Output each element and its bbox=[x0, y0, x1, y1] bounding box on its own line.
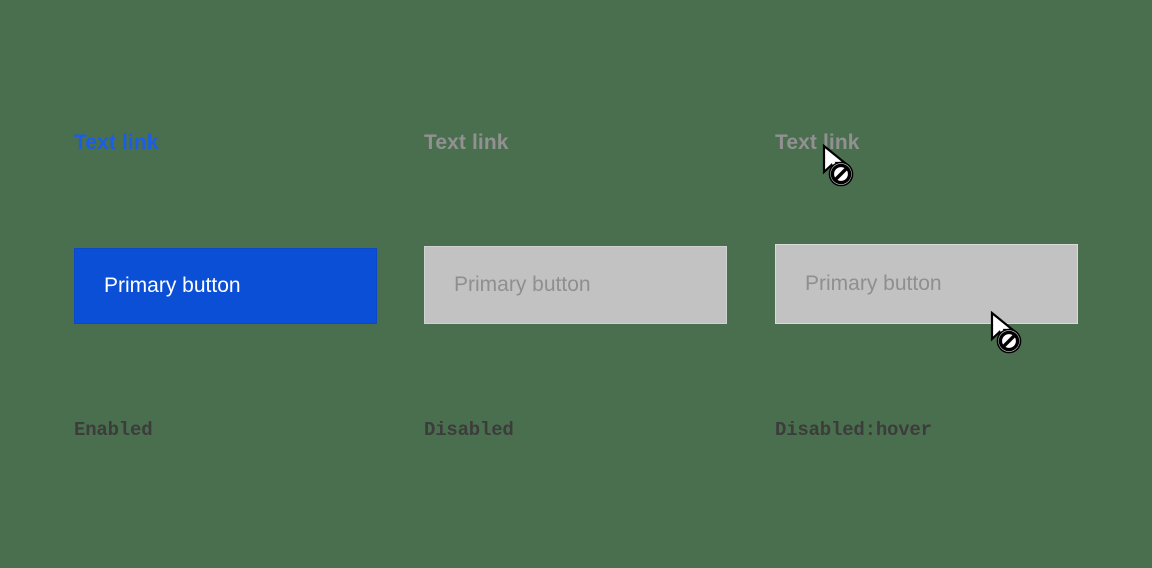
text-link-enabled[interactable]: Text link bbox=[74, 131, 159, 154]
primary-button-enabled[interactable]: Primary button bbox=[74, 248, 377, 324]
state-column-enabled: Text link Primary button Enabled bbox=[74, 0, 404, 568]
state-caption-enabled: Enabled bbox=[74, 419, 153, 441]
state-caption-disabled: Disabled bbox=[424, 419, 514, 441]
state-column-disabled: Text link Primary button Disabled bbox=[424, 0, 754, 568]
state-column-disabled-hover: Text link Primary button Disabled:hover bbox=[775, 0, 1105, 568]
primary-button-disabled-hover: Primary button bbox=[775, 244, 1078, 324]
primary-button-disabled: Primary button bbox=[424, 246, 727, 324]
text-link-disabled-hover: Text link bbox=[775, 131, 860, 154]
state-caption-disabled-hover: Disabled:hover bbox=[775, 419, 932, 441]
text-link-disabled: Text link bbox=[424, 131, 509, 154]
